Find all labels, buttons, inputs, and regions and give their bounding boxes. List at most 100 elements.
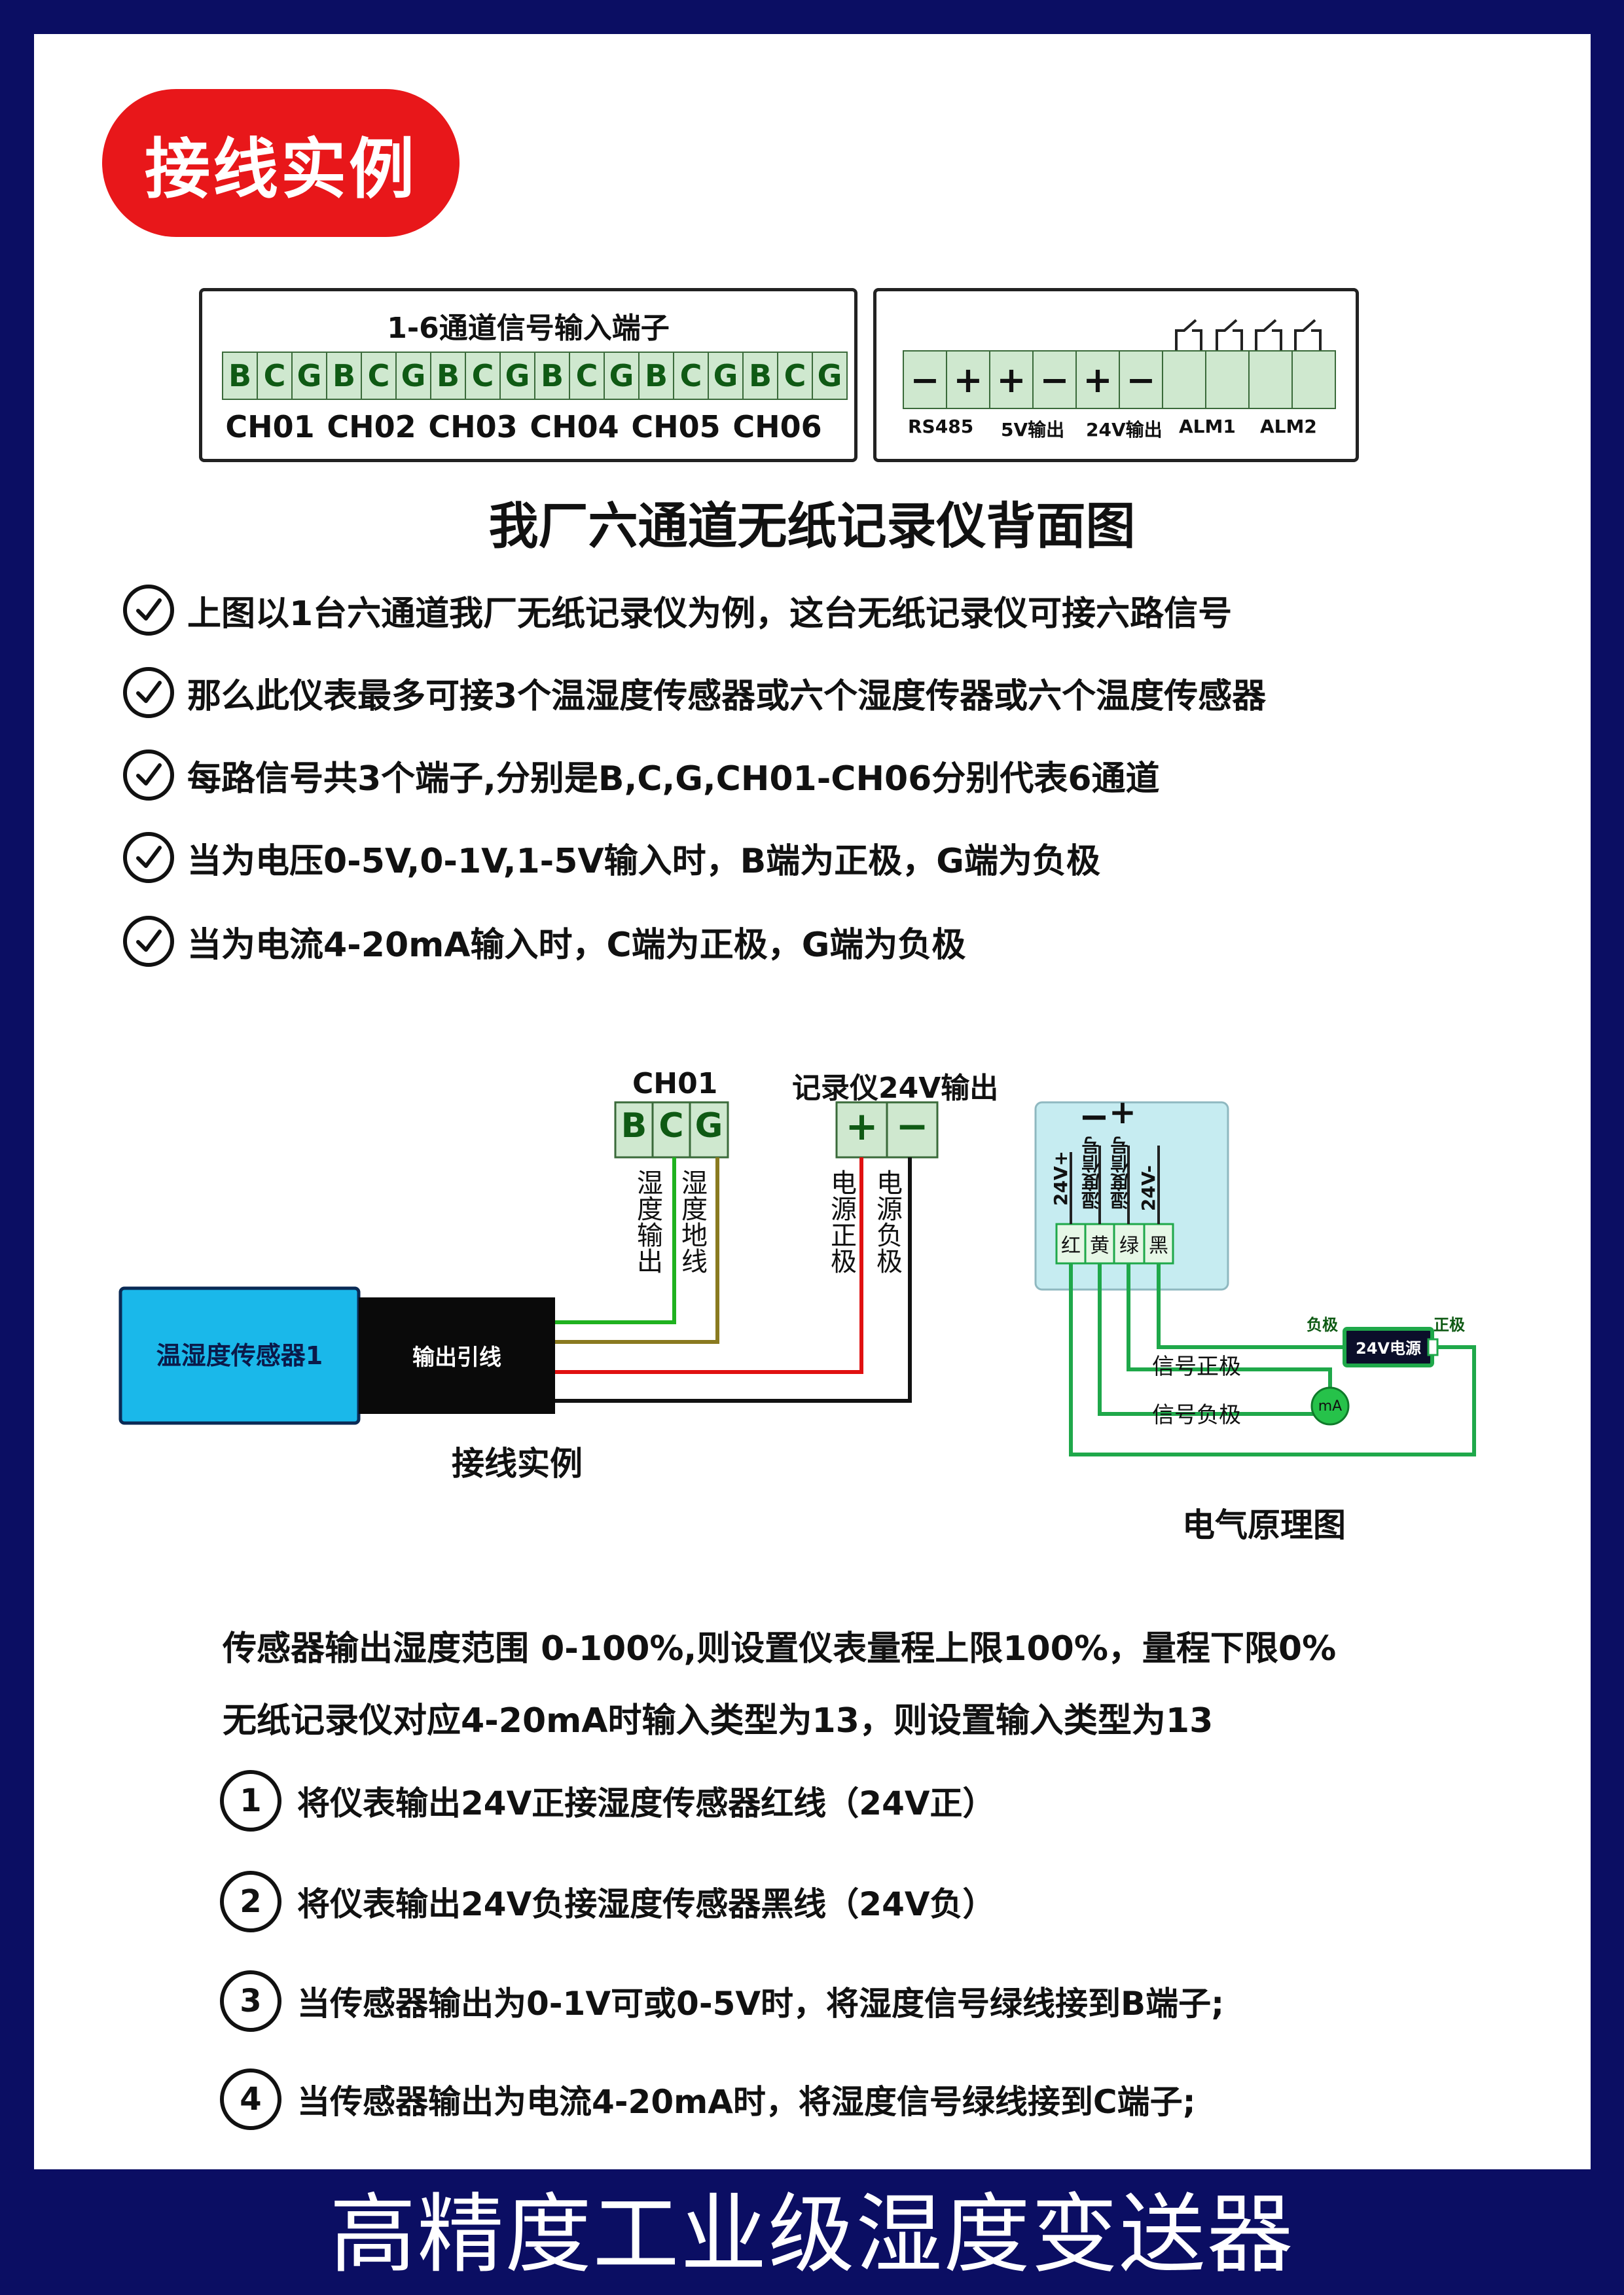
meter-label: mA <box>1318 1398 1343 1415</box>
check-icon <box>123 585 174 636</box>
wire-red <box>555 1157 863 1374</box>
psu-pos-label: 正极 <box>1434 1316 1465 1334</box>
ch01-terminals <box>614 1101 729 1159</box>
wire-green <box>555 1157 676 1324</box>
schematic-caption: 电气原理图 <box>1182 1506 1346 1544</box>
signal-terminal: C <box>569 352 605 400</box>
bullet-text: 上图以1台六通道我厂无纸记录仪为例，这台无纸记录仪可接六路信号 <box>187 594 1233 634</box>
signal-terminal: C <box>673 352 709 400</box>
power-terminal-block: −++−+− RS485 5V输出 24V输出 ALM1 ALM2 <box>873 288 1359 462</box>
signal-terminal: C <box>257 352 293 400</box>
rear-view-title: 我厂六通道无纸记录仪背面图 <box>488 497 1136 555</box>
power-terminal: + <box>946 350 990 409</box>
ch01-term-g: G <box>695 1106 723 1146</box>
vlabel-power-neg: 电源负极 <box>872 1169 902 1274</box>
step-text: 将仪表输出24V负接湿度传感器黑线（24V负） <box>297 1885 996 1923</box>
channel-label: CH02 <box>327 409 416 444</box>
signal-terminal: B <box>742 352 778 400</box>
step-number: 1 <box>220 1770 281 1832</box>
signal-terminal: C <box>465 352 501 400</box>
power-terminal <box>1291 350 1336 409</box>
channel-label: CH01 <box>225 409 315 444</box>
ma-meter <box>1310 1386 1350 1426</box>
schematic-color-black: 黑 <box>1149 1235 1168 1257</box>
schematic-color-yellow: 黄 <box>1090 1235 1110 1257</box>
signal-terminal: B <box>430 352 466 400</box>
psu-label: 24V电源 <box>1356 1339 1421 1358</box>
vlabel-humidity-out: 湿度输出 <box>632 1169 662 1274</box>
bullet-text: 那么此仪表最多可接3个温湿度传感器或六个湿度传器或六个温度传感器 <box>187 676 1267 716</box>
ch01-term-b: B <box>621 1106 647 1146</box>
power-label-alm2: ALM2 <box>1260 416 1317 437</box>
channel-label: CH06 <box>732 409 822 444</box>
power-terminal: − <box>903 350 947 409</box>
terminal-block-title: 1-6通道信号输入端子 <box>387 312 670 345</box>
recorder-minus: − <box>895 1104 929 1149</box>
signal-terminal: C <box>361 352 397 400</box>
schematic-vlabel-signal-2: 湿度信号 <box>1110 1136 1131 1210</box>
schematic-color-cells <box>1055 1223 1174 1265</box>
lead-body <box>359 1297 555 1414</box>
note-range: 传感器输出湿度范围 0-100%,则设置仪表量程上限100%，量程下限0% <box>223 1629 1337 1669</box>
signal-terminal: B <box>222 352 258 400</box>
power-terminal <box>1162 350 1206 409</box>
schematic-vlines <box>1070 1146 1160 1224</box>
bullet-item: 上图以1台六通道我厂无纸记录仪为例，这台无纸记录仪可接六路信号 <box>123 580 1232 640</box>
schematic-color-red: 红 <box>1061 1235 1081 1257</box>
footer-banner: 高精度工业级湿度变送器 <box>329 2184 1295 2285</box>
signal-terminal: G <box>812 352 848 400</box>
signal-terminal: G <box>708 352 744 400</box>
signal-negative-label: 信号负极 <box>1152 1402 1241 1428</box>
power-label-rs485: RS485 <box>908 416 974 437</box>
signal-terminal: B <box>326 352 362 400</box>
power-terminals: −++−+− <box>903 350 1336 409</box>
recorder-24v-label: 记录仪24V输出 <box>792 1072 999 1105</box>
schematic-vlabel-signal-1: 湿度信号 <box>1081 1136 1102 1210</box>
sensor-label: 温湿度传感器1 <box>156 1341 323 1370</box>
power-terminal: − <box>1032 350 1077 409</box>
step-text: 将仪表输出24V正接湿度传感器红线（24V正） <box>297 1784 996 1822</box>
step-text: 当传感器输出为电流4-20mA时，将湿度信号绿线接到C端子; <box>297 2083 1196 2121</box>
step-item: 4 当传感器输出为电流4-20mA时，将湿度信号绿线接到C端子; <box>220 2069 1196 2130</box>
signal-terminal: G <box>499 352 535 400</box>
bullet-item: 那么此仪表最多可接3个温湿度传感器或六个湿度传器或六个温度传感器 <box>123 662 1266 723</box>
relay-symbols <box>1175 319 1322 350</box>
schematic-plus: + <box>1109 1093 1136 1131</box>
bullet-text: 每路信号共3个端子,分别是B,C,G,CH01-CH06分别代表6通道 <box>187 759 1160 799</box>
recorder-24v-terminals <box>835 1101 939 1159</box>
wire-olive <box>555 1157 719 1344</box>
step-number: 2 <box>220 1871 281 1932</box>
power-terminal <box>1205 350 1250 409</box>
check-icon <box>123 667 174 718</box>
signal-terminal: B <box>638 352 674 400</box>
power-label-alm1: ALM1 <box>1179 416 1236 437</box>
step-text: 当传感器输出为0-1V可或0-5V时，将湿度信号绿线接到B端子; <box>297 1985 1225 2023</box>
ch01-label: CH01 <box>632 1067 718 1100</box>
bullet-item: 当为电流4-20mA输入时，C端为正极，G端为负极 <box>123 911 965 971</box>
bullet-text: 当为电流4-20mA输入时，C端为正极，G端为负极 <box>187 925 966 965</box>
wire-black <box>555 1157 912 1403</box>
wiring-caption: 接线实例 <box>452 1445 583 1483</box>
power-label-5v: 5V输出 <box>1001 419 1065 441</box>
schematic-color-green: 绿 <box>1119 1235 1139 1257</box>
step-number: 4 <box>220 2069 281 2130</box>
step-item: 1 将仪表输出24V正接湿度传感器红线（24V正） <box>220 1770 996 1832</box>
channel-label: CH05 <box>631 409 721 444</box>
signal-terminal: G <box>395 352 431 400</box>
psu-neg-label: 负极 <box>1307 1316 1338 1334</box>
vlabel-power-pos: 电源正极 <box>826 1169 856 1274</box>
step-item: 2 将仪表输出24V负接湿度传感器黑线（24V负） <box>220 1871 996 1932</box>
bullet-item: 每路信号共3个端子,分别是B,C,G,CH01-CH06分别代表6通道 <box>123 745 1160 805</box>
signal-terminal: C <box>777 352 813 400</box>
power-label-24v: 24V输出 <box>1086 419 1163 441</box>
bullet-text: 当为电压0-5V,0-1V,1-5V输入时，B端为正极，G端为负极 <box>187 841 1100 881</box>
bullet-item: 当为电压0-5V,0-1V,1-5V输入时，B端为正极，G端为负极 <box>123 827 1100 888</box>
check-icon <box>123 916 174 967</box>
lead-label: 输出引线 <box>412 1345 501 1371</box>
schematic-vlabel-24v-neg: 24V- <box>1138 1165 1159 1212</box>
channel-label: CH03 <box>428 409 518 444</box>
